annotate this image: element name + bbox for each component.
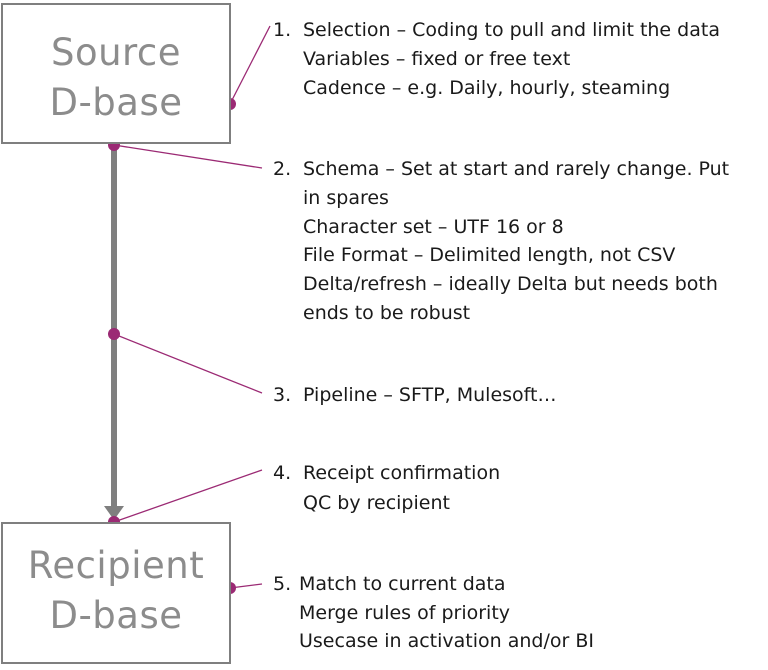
dot-3 [108, 328, 120, 340]
connector-4 [113, 469, 263, 523]
note-2-line-1: Schema – Set at start and rarely change.… [303, 158, 730, 180]
note-1-line-2: Variables – fixed or free text [303, 48, 571, 70]
note-1-line-3: Cadence – e.g. Daily, hourly, steaming [303, 77, 671, 99]
note-5-line-2: Merge rules of priority [299, 602, 511, 624]
source-box-line-1: Source [50, 31, 182, 74]
note-4-number: 4. [273, 462, 292, 484]
note-4-line-1: Receipt confirmation [303, 462, 501, 484]
flow-arrow-head [104, 506, 124, 520]
note-2-number: 2. [273, 158, 292, 180]
note-2-line-4: File Format – Delimited length, not CSV [303, 244, 676, 266]
note-1-line-1: Selection – Coding to pull and limit the… [303, 19, 720, 41]
source-box-line-2: D-base [49, 81, 183, 124]
connector-2 [113, 144, 263, 169]
recipient-box-line-2: D-base [49, 594, 183, 637]
connector-1 [229, 25, 271, 105]
note-5-line-1: Match to current data [299, 573, 506, 595]
note-1-number: 1. [273, 19, 292, 41]
note-4-line-2: QC by recipient [303, 492, 450, 514]
recipient-dbase-box: Recipient D-base [1, 522, 231, 664]
source-dbase-box: Source D-base [1, 3, 231, 144]
note-3-number: 3. [273, 384, 292, 406]
note-3-line-1: Pipeline – SFTP, Mulesoft… [303, 384, 557, 406]
note-2-line-5: Delta/refresh – ideally Delta but needs … [303, 273, 718, 295]
connector-3 [113, 333, 263, 394]
note-2-line-3: Character set – UTF 16 or 8 [303, 216, 564, 238]
note-2-line-2: in spares [303, 187, 389, 209]
note-5-number: 5. [273, 573, 292, 595]
note-5-line-3: Usecase in activation and/or BI [299, 630, 594, 652]
recipient-box-line-1: Recipient [27, 544, 205, 587]
note-2-line-6: ends to be robust [303, 302, 471, 324]
